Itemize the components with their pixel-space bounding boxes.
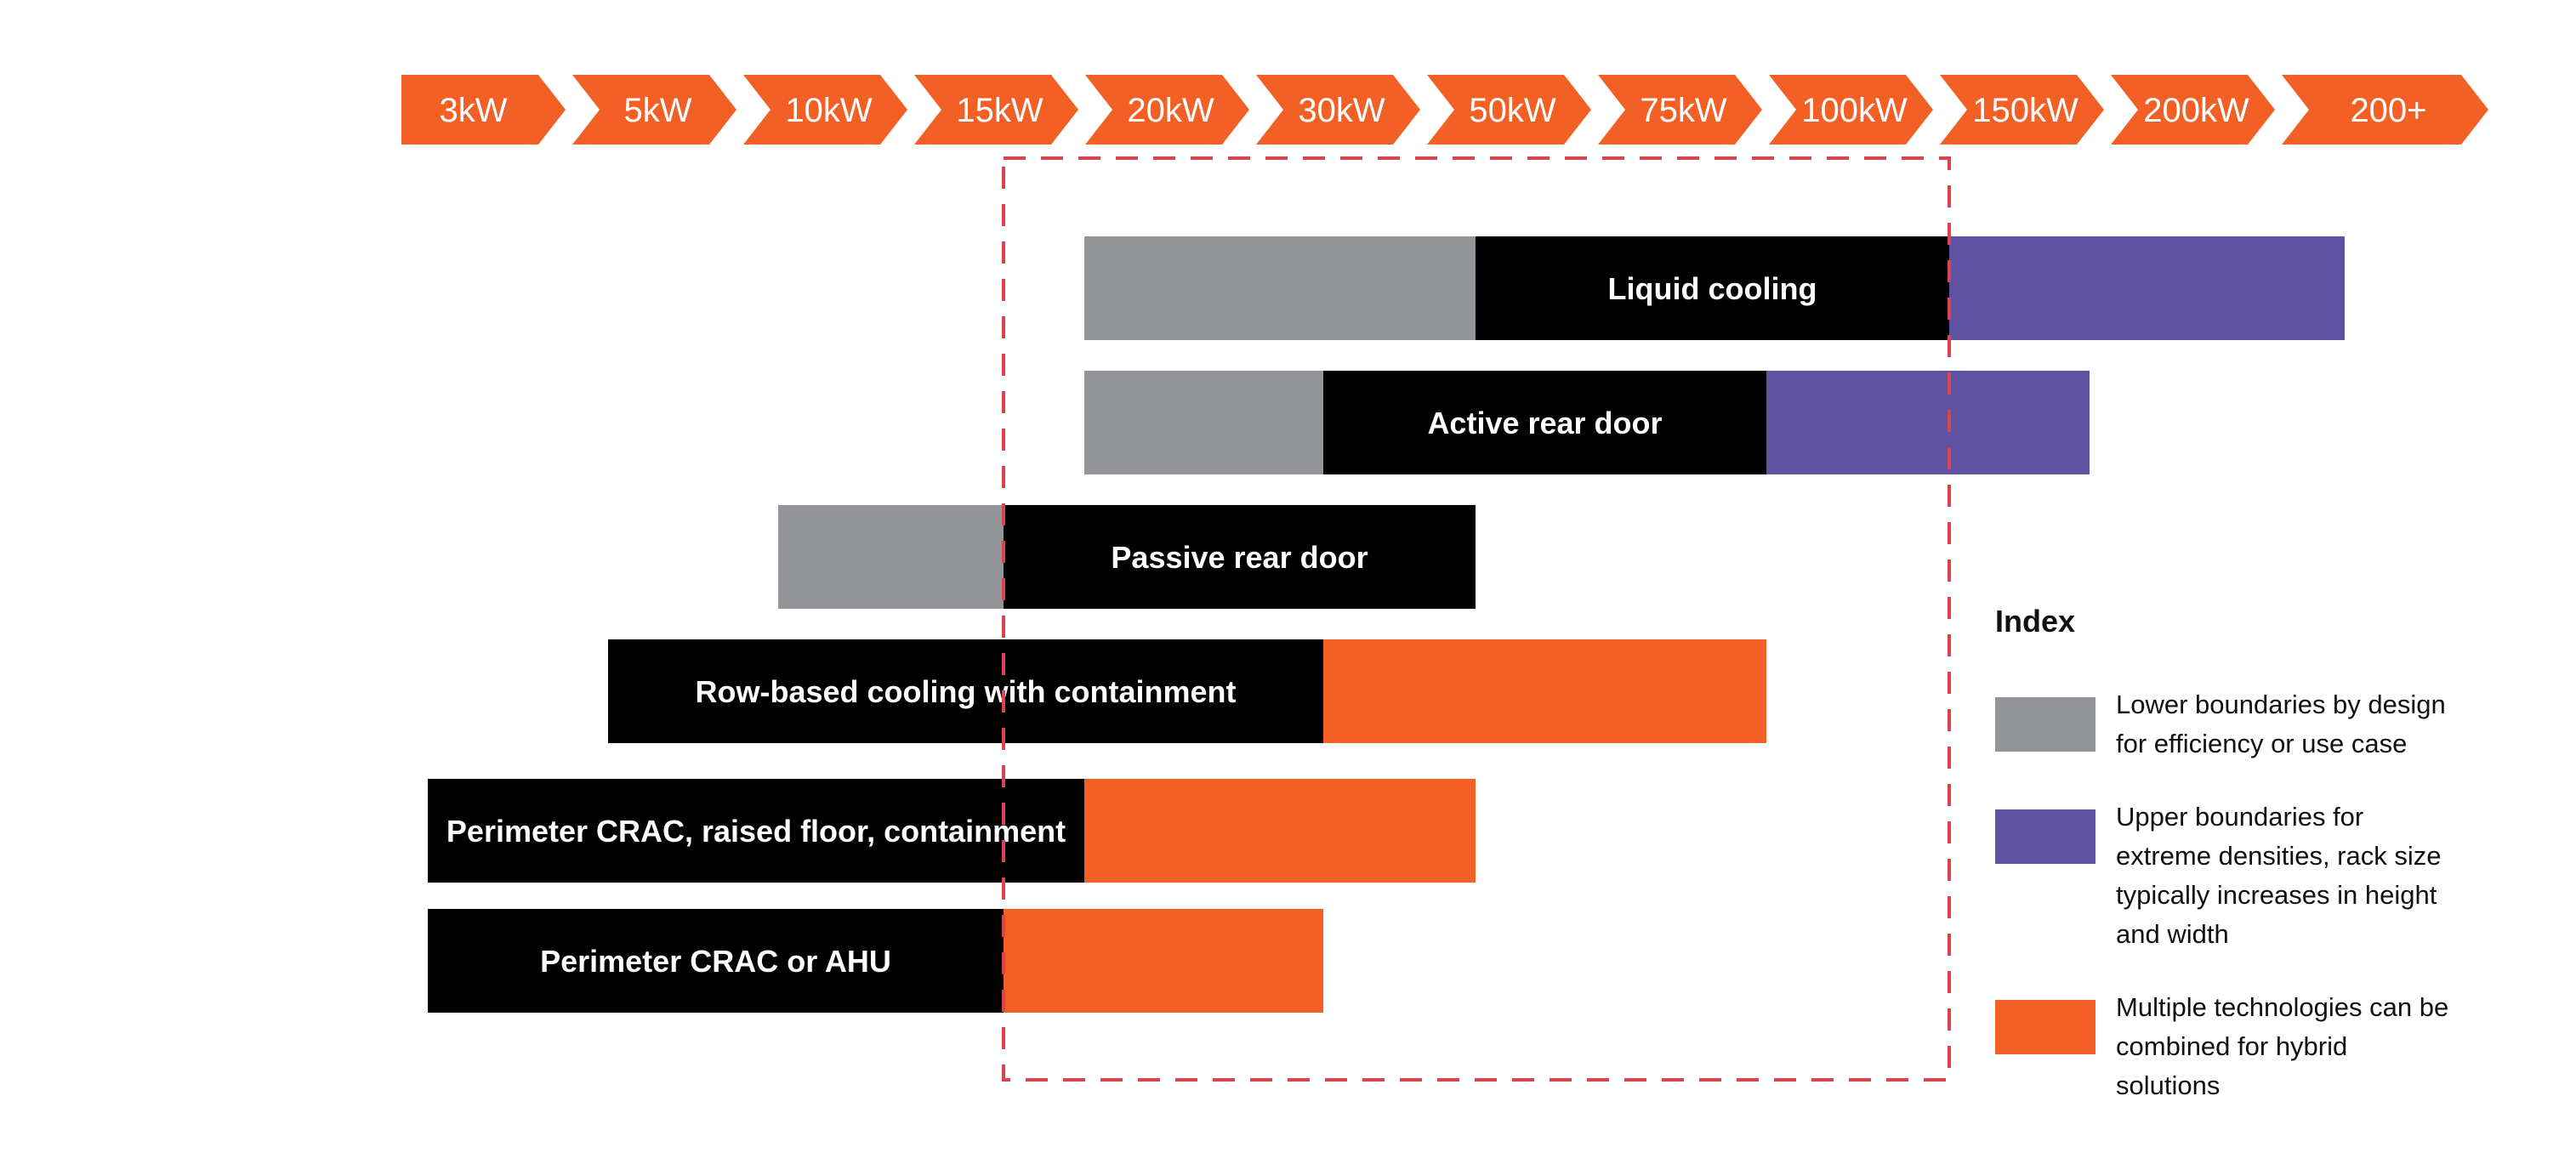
kw-tick-label: 10kW [785, 92, 872, 129]
kw-tick-label: 200+ [2350, 92, 2426, 129]
bar-segment-core [428, 779, 1084, 883]
bar-label: Perimeter CRAC, raised floor, containmen… [446, 814, 1066, 849]
bar-segment-hybrid [1323, 639, 1766, 743]
bar-label: Perimeter CRAC or AHU [540, 944, 891, 979]
legend: Index Lower boundaries by design for eff… [1990, 604, 2551, 1139]
kw-tick-label: 50kW [1469, 92, 1555, 129]
bar-segment-core [608, 639, 1323, 743]
kw-tick-label: 3kW [440, 92, 508, 129]
kw-arrow-5 [1256, 75, 1420, 145]
legend-swatch-gray [1995, 697, 2095, 752]
legend-text-lower: Lower boundaries by design for efficienc… [2116, 690, 2446, 758]
kw-arrow-11 [2282, 75, 2488, 145]
kw-arrow-3 [914, 75, 1078, 145]
kw-arrow-2 [743, 75, 907, 145]
kw-arrow-8 [1769, 75, 1933, 145]
bar-label: Passive rear door [1111, 540, 1368, 575]
kw-arrow-6 [1427, 75, 1591, 145]
kw-tick-label: 200kW [2143, 92, 2249, 129]
kw-arrow-4 [1085, 75, 1249, 145]
kw-arrow-7 [1598, 75, 1762, 145]
bar-segment-lower [778, 505, 1004, 609]
kw-tick-label: 75kW [1640, 92, 1726, 129]
kw-arrow-1 [572, 75, 736, 145]
legend-swatch-purple [1995, 809, 2095, 864]
bar-segment-hybrid [1004, 909, 1323, 1013]
kw-arrow-10 [2111, 75, 2275, 145]
kw-tick-label: 150kW [1972, 92, 2078, 129]
kw-tick-label: 15kW [956, 92, 1043, 129]
bar-segment-core [428, 909, 1004, 1013]
kw-tick-label: 30kW [1298, 92, 1385, 129]
kw-scale-arrows: 3kW 5kW 10kW 15kW 20kW 30kW 50kW 75kW 100kW 150kW… [401, 75, 2488, 145]
bar-label: Row-based cooling with containment [695, 674, 1236, 709]
bar-segment-upper [1766, 371, 2090, 474]
bar-segment-lower [1084, 371, 1323, 474]
highlighted-density-range [1002, 156, 1951, 1082]
bar-segment-core [1323, 371, 1766, 474]
kw-tick-label: 100kW [1801, 92, 1908, 129]
legend-text-hybrid: Multiple technologies can be combined fo… [2116, 992, 2449, 1100]
bar-segment-core [1476, 236, 1949, 340]
bar-segment-upper [1949, 236, 2345, 340]
legend-item-lower: Lower boundaries by design for efficienc… [1990, 685, 2551, 764]
bar-label: Liquid cooling [1608, 271, 1817, 306]
legend-text-upper: Upper boundaries for extreme densities, … [2116, 802, 2442, 949]
bar-segment-lower [1084, 236, 1476, 340]
legend-title: Index [1995, 604, 2076, 639]
legend-item-upper: Upper boundaries for extreme densities, … [1990, 798, 2551, 954]
kw-tick-label: 5kW [624, 92, 692, 129]
kw-arrow-9 [1940, 75, 2104, 145]
bar-segment-hybrid [1084, 779, 1476, 883]
bar-label: Active rear door [1427, 406, 1662, 440]
legend-swatch-orange [1995, 1000, 2095, 1054]
legend-item-hybrid: Multiple technologies can be combined fo… [1990, 988, 2551, 1105]
bar-segment-core [1004, 505, 1476, 609]
kw-arrow-0 [401, 75, 566, 145]
kw-tick-label: 20kW [1127, 92, 1214, 129]
